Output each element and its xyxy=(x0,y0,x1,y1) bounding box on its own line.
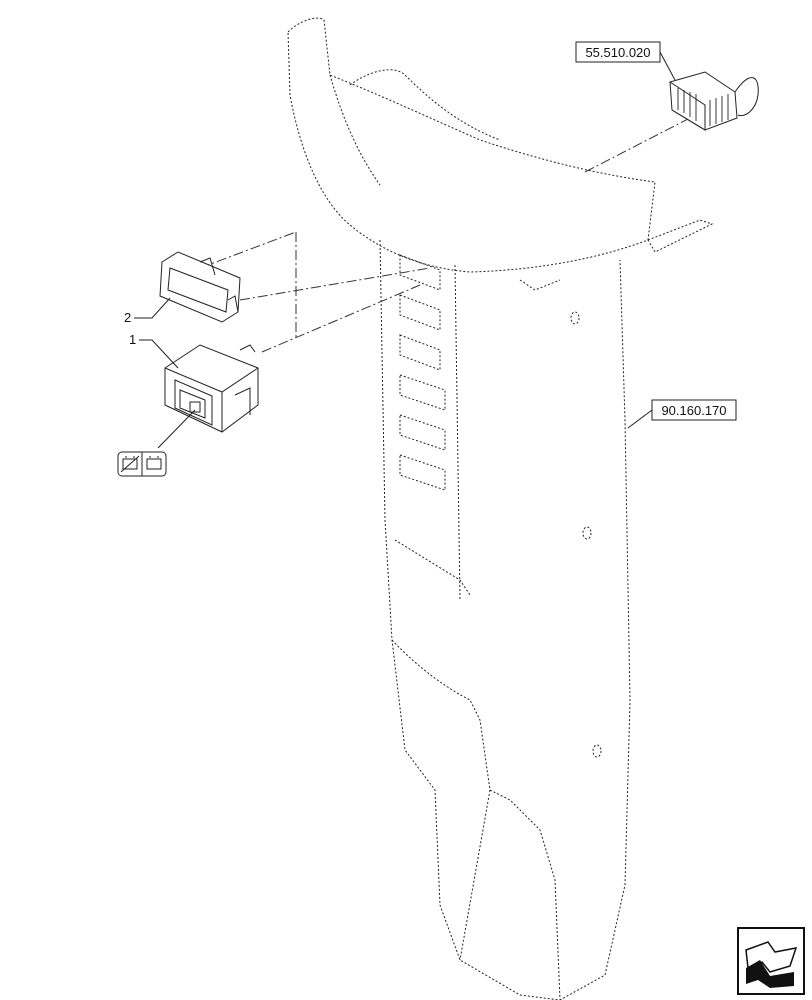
callout-1-label: 1 xyxy=(129,332,136,347)
reference-top-label: 55.510.020 xyxy=(585,45,650,60)
battery-disconnect-symbol-icon xyxy=(117,451,167,477)
reference-box-side[interactable]: 90.160.170 xyxy=(651,399,737,421)
leader-lines xyxy=(199,117,691,353)
reference-side-leader xyxy=(627,409,653,429)
part-1-rocker-switch xyxy=(164,344,259,433)
console-panel xyxy=(287,17,714,1000)
reference-box-top[interactable]: 55.510.020 xyxy=(575,41,661,63)
reference-top-leader xyxy=(659,51,676,81)
callout-2-label: 2 xyxy=(124,310,131,325)
reference-side-label: 90.160.170 xyxy=(661,403,726,418)
callout-leaders xyxy=(134,297,196,449)
part-2-cover-plate xyxy=(159,251,241,323)
navigation-arrow-icon[interactable] xyxy=(737,927,805,995)
relay-connector-block xyxy=(669,71,759,131)
